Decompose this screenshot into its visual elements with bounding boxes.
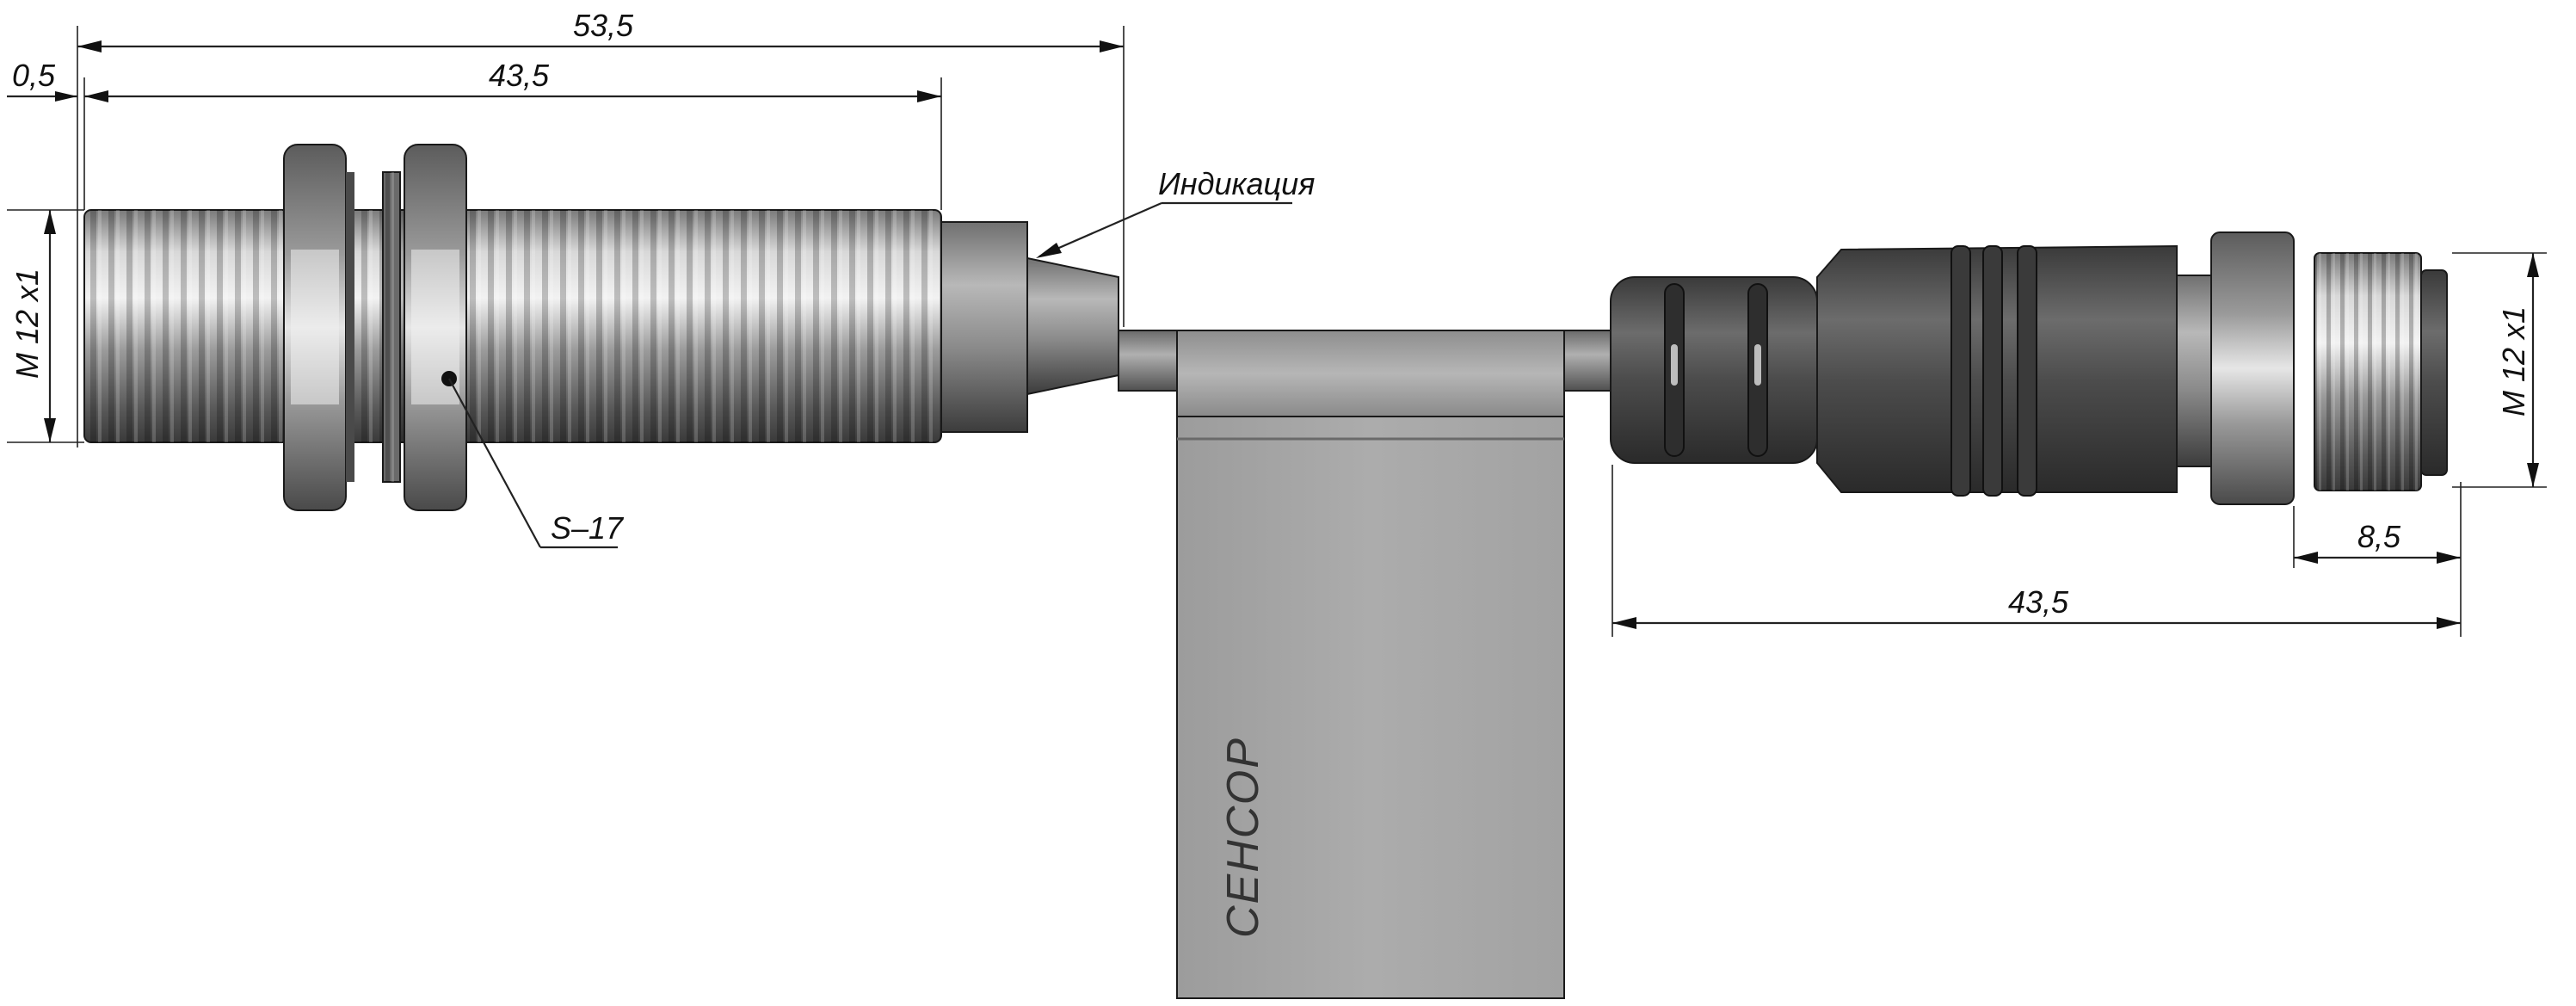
thread-length-label: 43,5: [489, 58, 550, 93]
indication-cap: [940, 221, 1119, 433]
thread-right-label: М 12 х1: [2496, 306, 2531, 417]
dimension-connector-thread: 8,5: [2294, 519, 2461, 564]
connector-thread-label: 8,5: [2357, 519, 2401, 554]
dimension-thread-right: М 12 х1: [2496, 253, 2539, 487]
dimension-thread-length: 43,5: [84, 58, 941, 102]
dimension-connector-length: 43,5: [1612, 584, 2461, 629]
connector-grip: [1610, 276, 1818, 464]
lock-nut-right: [404, 144, 467, 511]
connector-body: [1816, 244, 2178, 497]
brand-tag: СЕНСОР: [1176, 330, 1565, 999]
lock-washer: [382, 171, 401, 483]
indication-label: Индикация: [1158, 166, 1315, 201]
dimension-overall: 53,5: [77, 8, 1124, 52]
offset-label: 0,5: [12, 58, 56, 93]
wrench-size-label: S–17: [551, 510, 625, 546]
connector-length-label: 43,5: [2008, 584, 2069, 620]
overall-length-label: 53,5: [573, 8, 634, 43]
wrench-size-callout: S–17: [448, 378, 625, 549]
lock-nut-left: [283, 144, 354, 511]
dimension-thread-left: М 12 х1: [9, 210, 56, 442]
sensor-body: [83, 209, 942, 443]
dimension-offset: 0,5: [7, 58, 77, 102]
connector-coupling-nut: [2210, 231, 2295, 505]
brand-label: СЕНСОР: [1218, 737, 1268, 938]
thread-left-label: М 12 х1: [9, 268, 45, 379]
connector-neck: [2176, 275, 2212, 467]
connector-thread: [2314, 252, 2448, 491]
indication-callout: Индикация: [1036, 166, 1315, 258]
